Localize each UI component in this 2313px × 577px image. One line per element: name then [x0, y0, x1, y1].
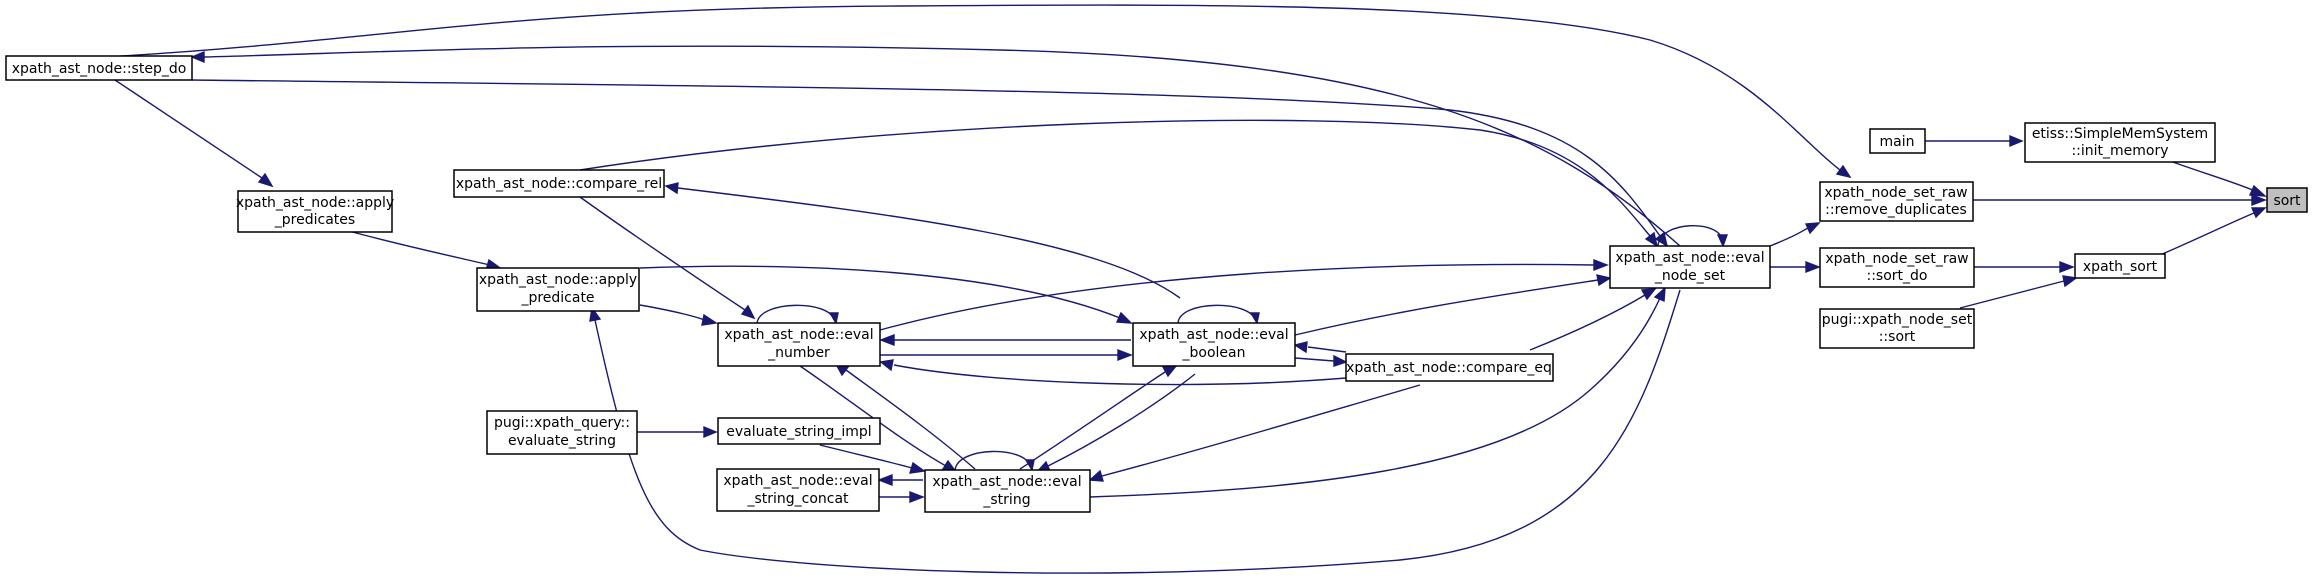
- edge-pugi-sort-to-xpath-sort: [1959, 275, 2078, 309]
- node-sort-do-label-line2: ::sort_do: [1867, 268, 1928, 284]
- node-xpath-sort[interactable]: xpath_sort: [2074, 253, 2166, 279]
- edge-evaluate-string-impl-to-eval-string: [819, 444, 926, 474]
- node-init-memory[interactable]: etiss::SimpleMemSystem ::init_memory: [2024, 122, 2216, 163]
- edge-compare-rel-to-eval-number: [579, 196, 756, 320]
- node-main[interactable]: main: [1869, 128, 1926, 154]
- edge-main-to-init-memory: [1925, 134, 2024, 148]
- edges: [104, 4, 2267, 574]
- node-eval-node-set-label-line2: _node_set: [1654, 268, 1726, 284]
- node-remove-duplicates-label-line1: xpath_node_set_raw: [1824, 185, 1967, 201]
- edge-apply-predicates-to-apply-predicate: [344, 229, 502, 271]
- node-xpath-sort-label: xpath_sort: [2083, 259, 2158, 275]
- node-remove-duplicates-label-line2: ::remove_duplicates: [1825, 202, 1967, 218]
- node-eval-string-label-line2: _string: [982, 492, 1030, 508]
- node-init-memory-label-line2: ::init_memory: [2071, 143, 2168, 159]
- node-main-label: main: [1880, 134, 1915, 150]
- edge-eval-number-self-loop: [756, 304, 839, 325]
- node-pugi-sort[interactable]: pugi::xpath_node_set ::sort: [1819, 308, 1975, 349]
- edge-eval-node-set-self-loop: [1657, 224, 1728, 248]
- node-apply-predicate-label-line2: _predicate: [520, 290, 594, 306]
- edge-eval-node-set-to-remove-duplicates: [1769, 222, 1821, 247]
- node-evaluate-string[interactable]: pugi::xpath_query:: evaluate_string: [486, 410, 638, 455]
- edge-step-do-to-eval-node-set: [191, 79, 1669, 248]
- edge-eval-boolean-to-compare-eq: [1294, 354, 1348, 367]
- node-sort[interactable]: sort: [2266, 187, 2308, 213]
- node-apply-predicates-label-line2: _predicates: [274, 212, 355, 228]
- node-evaluate-string-impl[interactable]: evaluate_string_impl: [717, 417, 881, 445]
- node-compare-rel[interactable]: xpath_ast_node::compare_rel: [453, 169, 665, 198]
- node-pugi-sort-label-line1: pugi::xpath_node_set: [1822, 312, 1973, 328]
- edge-step-do-to-apply-predicates: [114, 79, 274, 188]
- node-evaluate-string-label-line1: pugi::xpath_query::: [494, 415, 630, 431]
- node-eval-number-label-line1: xpath_ast_node::eval: [724, 327, 873, 343]
- node-evaluate-string-impl-label: evaluate_string_impl: [726, 424, 871, 440]
- edge-eval-boolean-to-compare-rel: [664, 182, 1181, 299]
- node-eval-node-set-label-line1: xpath_ast_node::eval: [1615, 250, 1764, 266]
- node-sort-label: sort: [2273, 193, 2301, 209]
- edge-compare-eq-to-eval-number: [879, 359, 1347, 386]
- edge-eval-boolean-to-eval-node-set: [1294, 274, 1612, 336]
- edge-concat-to-eval-string: [879, 490, 925, 504]
- nodes: sort etiss::SimpleMemSystem ::init_memor…: [5, 55, 2308, 513]
- node-evaluate-string-label-line2: evaluate_string: [508, 433, 616, 449]
- node-eval-string-concat-label-line1: xpath_ast_node::eval: [723, 473, 872, 489]
- edge-step-do-to-remove-duplicates: [104, 4, 1852, 179]
- edge-compare-eq-to-eval-node-set: [1529, 288, 1657, 351]
- edge-eval-node-set-to-step-do: [190, 45, 1681, 247]
- edge-eval-number-to-eval-node-set: [879, 258, 1609, 331]
- edge-sort-do-to-xpath-sort: [1974, 260, 2075, 274]
- node-step-do[interactable]: xpath_ast_node::step_do: [5, 55, 193, 81]
- edge-apply-predicate-to-eval-boolean: [639, 265, 1133, 324]
- node-remove-duplicates[interactable]: xpath_node_set_raw ::remove_duplicates: [1819, 181, 1974, 222]
- node-apply-predicates-label-line1: xpath_ast_node::apply: [236, 195, 394, 211]
- node-compare-rel-label: xpath_ast_node::compare_rel: [456, 176, 662, 192]
- node-init-memory-label-line1: etiss::SimpleMemSystem: [2032, 126, 2208, 142]
- node-eval-string-label-line1: xpath_ast_node::eval: [932, 474, 1081, 490]
- node-pugi-sort-label-line2: ::sort: [1879, 329, 1916, 345]
- edge-eval-string-to-eval-node-set: [1089, 286, 1666, 498]
- node-eval-string-concat-label-line2: _string_concat: [746, 491, 849, 507]
- edge-compare-rel-to-eval-node-set: [579, 119, 1659, 248]
- edge-eval-boolean-self-loop: [1177, 304, 1260, 325]
- edge-eval-string-to-concat: [877, 473, 923, 487]
- edge-evaluate-string-to-impl: [637, 425, 718, 439]
- node-compare-eq-label: xpath_ast_node::compare_eq: [1346, 360, 1552, 376]
- edge-eval-boolean-to-eval-number: [879, 333, 1131, 347]
- node-eval-boolean[interactable]: xpath_ast_node::eval _boolean: [1132, 322, 1296, 367]
- node-eval-node-set[interactable]: xpath_ast_node::eval _node_set: [1609, 245, 1771, 289]
- edge-eval-string-to-eval-number: [834, 362, 976, 470]
- edge-apply-predicate-to-eval-number: [639, 304, 718, 326]
- node-eval-string[interactable]: xpath_ast_node::eval _string: [924, 469, 1091, 513]
- node-compare-eq[interactable]: xpath_ast_node::compare_eq: [1345, 353, 1554, 382]
- node-step-do-label: xpath_ast_node::step_do: [12, 61, 187, 77]
- edge-remove-duplicates-to-sort: [1973, 193, 2267, 207]
- edge-eval-number-to-eval-boolean: [880, 348, 1133, 362]
- node-sort-do-label-line1: xpath_node_set_raw: [1825, 251, 1968, 267]
- node-apply-predicates[interactable]: xpath_ast_node::apply _predicates: [236, 190, 394, 233]
- node-eval-boolean-label-line2: _boolean: [1182, 345, 1246, 361]
- node-eval-string-concat[interactable]: xpath_ast_node::eval _string_concat: [716, 468, 880, 512]
- node-eval-number[interactable]: xpath_ast_node::eval _number: [717, 322, 881, 367]
- edge-xpath-sort-to-sort: [2159, 207, 2267, 256]
- node-sort-do[interactable]: xpath_node_set_raw ::sort_do: [1819, 247, 1975, 288]
- node-eval-number-label-line2: _number: [767, 345, 830, 361]
- edge-init-memory-to-sort: [2169, 160, 2267, 197]
- edge-eval-node-set-to-sort-do: [1770, 260, 1821, 274]
- edge-compare-eq-to-eval-string: [1088, 384, 1421, 482]
- edge-compare-eq-to-eval-boolean: [1293, 341, 1347, 354]
- node-apply-predicate[interactable]: xpath_ast_node::apply _predicate: [476, 267, 640, 312]
- edge-eval-string-self-loop: [954, 450, 1035, 472]
- node-eval-boolean-label-line1: xpath_ast_node::eval: [1139, 327, 1288, 343]
- node-apply-predicate-label-line1: xpath_ast_node::apply: [479, 272, 637, 288]
